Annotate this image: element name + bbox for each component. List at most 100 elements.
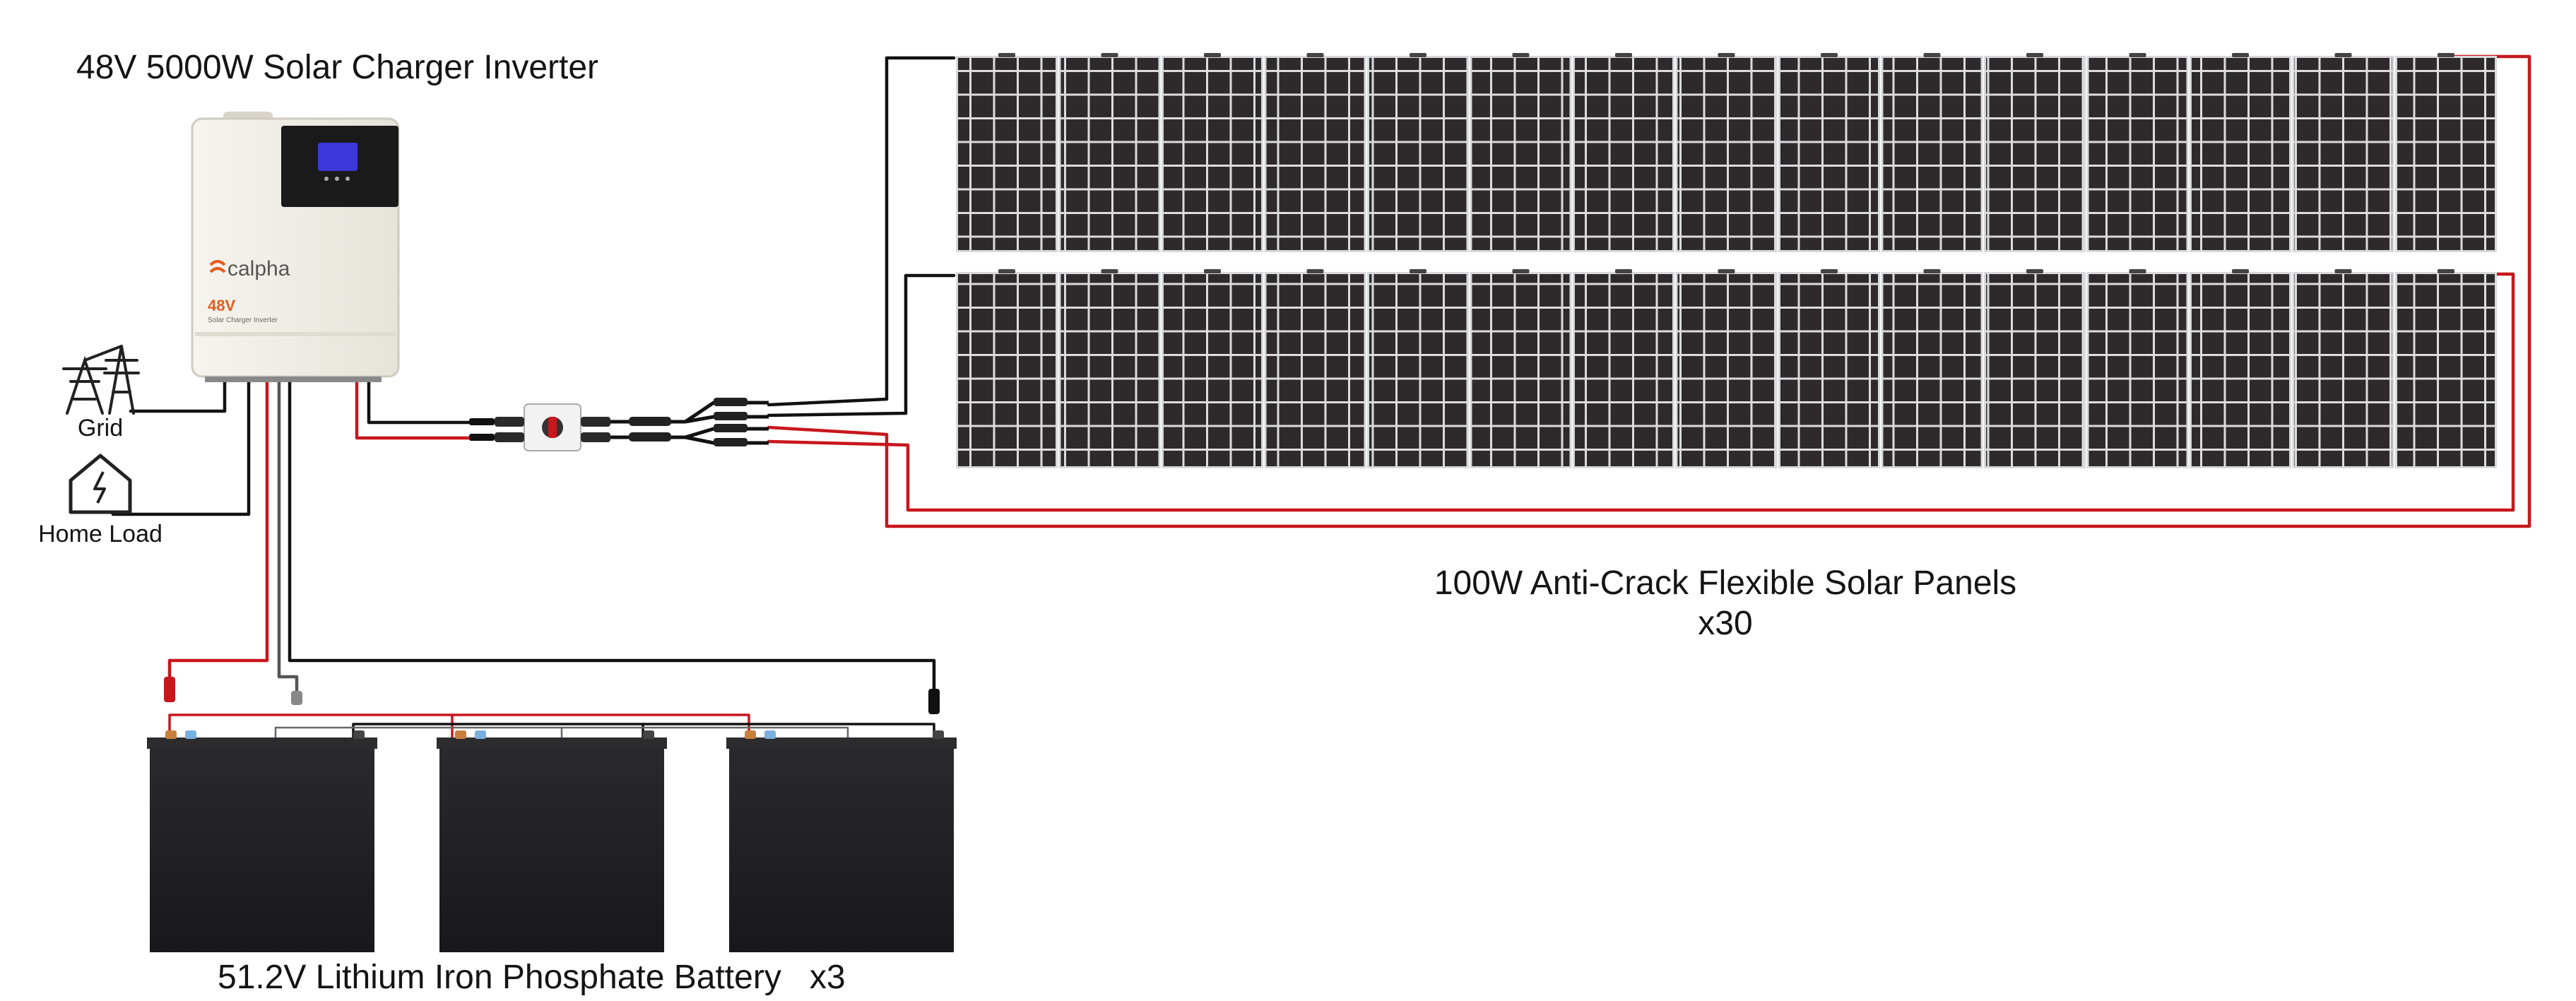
solar-panel-junction-box (1923, 269, 1941, 273)
inverter-brand: calpha (228, 257, 290, 280)
solar-panel-array (956, 53, 2497, 468)
solar-panel-junction-box (1821, 53, 1838, 57)
solar-panel-junction-box (1101, 53, 1118, 57)
inverter-front-subtitle: Solar Charger Inverter (208, 316, 278, 324)
battery-terminal (475, 730, 486, 739)
inverter: calpha 48V Solar Charger Inverter (191, 112, 400, 382)
solar-panel-cells (958, 58, 1056, 250)
solar-panel-cells (1472, 274, 1570, 466)
solar-panel-junction-box (2438, 269, 2454, 273)
solar-panel-junction-box (2334, 53, 2352, 57)
solar-panel-cells (1266, 58, 1364, 250)
solar-panel-cells (1575, 274, 1672, 466)
battery-negative-wire (288, 376, 936, 691)
solar-panel-junction-box (2232, 269, 2249, 273)
calpha-logo-icon (209, 260, 226, 273)
solar-panel-junction-box (2334, 269, 2352, 273)
solar-panel-cells (958, 274, 1056, 466)
solar-panel-junction-box (2232, 53, 2249, 57)
solar-panel-junction-box (1615, 53, 1632, 57)
solar-panels-title-line2: x30 (1698, 604, 1753, 642)
solar-panel-junction-box (1512, 53, 1530, 57)
battery-terminal (933, 730, 944, 739)
battery-lid (147, 738, 377, 749)
battery-interconnect-positive (168, 713, 750, 740)
solar-panel-cells (1883, 274, 1981, 466)
solar-panels-title-line1: 100W Anti-Crack Flexible Solar Panels (1434, 564, 2017, 602)
battery-terminal (745, 730, 756, 739)
power-tower-icon (62, 345, 140, 415)
battery-unit (150, 747, 374, 952)
solar-panel-cells (1986, 274, 2084, 466)
solar-panel-cells (2294, 58, 2392, 250)
solar-panel-junction-box (1718, 269, 1735, 273)
inverter-button (324, 177, 329, 181)
solar-panel-cells (2088, 58, 2187, 250)
inverter-title: 48V 5000W Solar Charger Inverter (76, 49, 599, 86)
solar-panel-cells (2397, 58, 2495, 250)
battery-terminal (764, 730, 776, 739)
solar-panel-cells (1369, 274, 1467, 466)
solar-panels-title: 100W Anti-Crack Flexible Solar Panels x3… (1434, 564, 2017, 643)
home-load-wire (111, 376, 251, 516)
dc-isolator-switch (469, 403, 610, 451)
solar-panel-cells (2088, 274, 2187, 466)
grid-label: Grid (77, 415, 124, 442)
solar-panel-junction-box (1512, 269, 1530, 273)
solar-panel-junction-box (1718, 53, 1735, 57)
solar-panel-cells (1677, 274, 1776, 466)
solar-panel-cells (1266, 274, 1364, 466)
house-lightning-icon (69, 454, 132, 514)
battery-terminal (353, 730, 365, 739)
battery-unit (439, 747, 664, 952)
inverter-pv-negative-wire (367, 376, 479, 425)
inverter-button (345, 177, 350, 181)
inverter-terminal-strip (205, 377, 382, 382)
battery-unit (729, 747, 954, 952)
battery-positive-wire (167, 376, 269, 679)
solar-panel-cells (1986, 58, 2084, 250)
solar-panel-junction-box (1410, 53, 1426, 57)
solar-panel-junction-box (2026, 53, 2043, 57)
solar-panel-junction-box (1204, 53, 1221, 57)
solar-panel-junction-box (998, 269, 1015, 273)
battery-lid (437, 738, 667, 749)
inverter-front-voltage: 48V (208, 297, 235, 314)
solar-panel-cells (1369, 58, 1467, 250)
solar-panel-junction-box (2129, 269, 2146, 273)
battery-terminal (185, 730, 196, 739)
inverter-bottom-bar (195, 332, 396, 336)
solar-panel-junction-box (998, 53, 1015, 57)
solar-panel-cells (2192, 274, 2289, 466)
battery-terminal (455, 730, 466, 739)
inverter-lcd-screen (318, 143, 358, 171)
solar-panel-cells (2397, 274, 2495, 466)
solar-panel-cells (1677, 58, 1776, 250)
solar-panel-junction-box (1101, 269, 1118, 273)
solar-panel-cells (1060, 58, 1159, 250)
solar-panel-cells (1780, 274, 1878, 466)
pv-positive-wire-bottom-row (767, 272, 2515, 512)
pv-negative-wire-top-row (767, 56, 956, 407)
solar-panel-cells (1060, 274, 1159, 466)
mc4-cables (610, 417, 685, 442)
battery-terminal (165, 730, 177, 739)
solar-panel-cells (1883, 58, 1981, 250)
pv-negative-wire-bottom-row (767, 273, 956, 417)
battery-connector-plugs (164, 677, 940, 714)
inverter-button (335, 177, 339, 181)
solar-panel-junction-box (2129, 53, 2146, 57)
solar-panel-cells (2192, 58, 2289, 250)
solar-panel-cells (1164, 58, 1261, 250)
solar-panel-junction-box (2438, 53, 2454, 57)
battery-title: 51.2V Lithium Iron Phosphate Battery x3 (218, 959, 846, 996)
battery-ground-wire (277, 376, 299, 693)
inverter-pv-positive-wire (355, 376, 479, 440)
home-load-label: Home Load (38, 521, 163, 547)
solar-panel-cells (1575, 58, 1672, 250)
solar-panel-junction-box (1306, 269, 1324, 273)
solar-panel-junction-box (1306, 53, 1324, 57)
battery-terminal (643, 730, 654, 739)
pv-positive-wire-top-row (767, 54, 2531, 528)
